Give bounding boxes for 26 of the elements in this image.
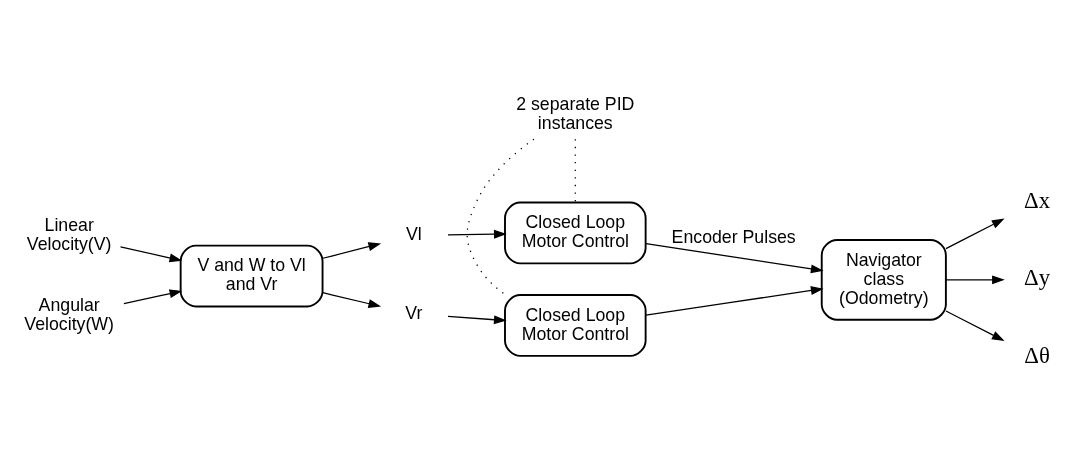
connector	[574, 138, 576, 203]
node-text: Vr	[405, 302, 423, 323]
arrow	[945, 274, 1005, 284]
arrow	[119, 245, 183, 262]
node-text: 2 separate PID instances	[516, 93, 635, 133]
node-text: Δy	[1024, 264, 1051, 290]
arrow	[945, 218, 1005, 249]
arrow	[645, 285, 824, 316]
node-box: V and W to Vl and Vr	[179, 244, 324, 307]
node-box: Navigator class (Odometry)	[820, 238, 947, 321]
arrow	[447, 229, 507, 239]
arrow	[447, 314, 507, 324]
arrow	[322, 241, 382, 259]
node-text: Δθ	[1024, 342, 1050, 368]
arrow	[645, 242, 824, 273]
node-text: Linear Velocity(V)	[26, 214, 112, 254]
node-box: Closed Loop Motor Control	[504, 293, 647, 357]
arrow	[322, 291, 382, 308]
node-text: Angular Velocity(W)	[24, 294, 114, 334]
node-text: Vl	[405, 223, 422, 244]
node-text: Δx	[1024, 187, 1051, 213]
arrow	[123, 288, 183, 304]
connector	[466, 138, 535, 295]
node-box: Closed Loop Motor Control	[504, 201, 647, 264]
arrow	[945, 309, 1005, 341]
edge-label: Encoder Pulses	[671, 226, 796, 247]
